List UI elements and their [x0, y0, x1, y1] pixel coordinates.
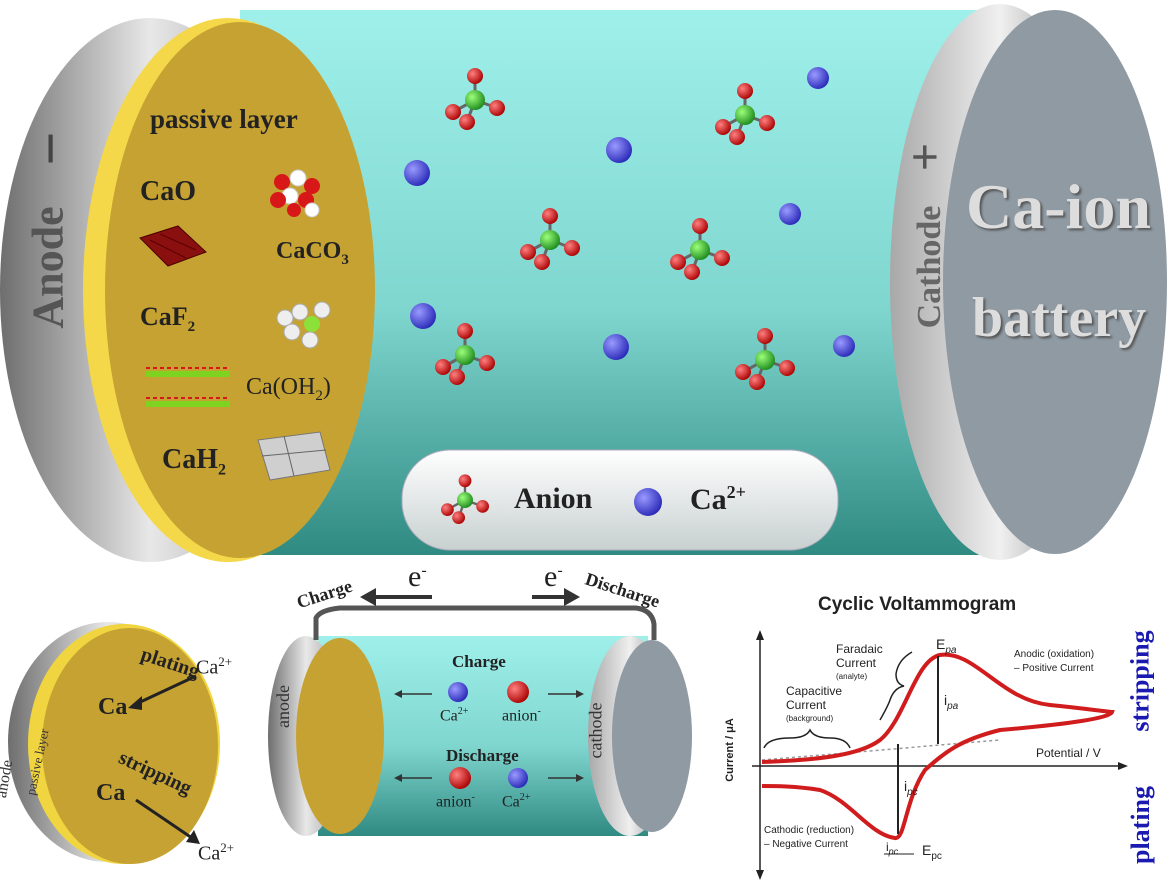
cah2-crystal-icon — [257, 431, 331, 481]
caco3-crystal-icon — [139, 225, 207, 267]
ca-ion-icon — [448, 682, 468, 702]
ca-ion-icon — [807, 67, 829, 89]
small-cathode-face — [612, 640, 692, 832]
electron-left-label: e- — [408, 560, 427, 593]
cv-x-axis-label: Potential / V — [1036, 746, 1101, 760]
ca-ion-icon — [410, 303, 436, 329]
small-anode-face — [296, 638, 384, 834]
electron-right-label: e- — [544, 560, 563, 593]
cv-y-axis-label: Current / μA — [723, 718, 736, 782]
anode-face — [105, 22, 375, 558]
ca-ion-icon — [508, 768, 528, 788]
capacitive-brace — [763, 728, 851, 749]
battery-title-line1: Ca-ion — [966, 171, 1151, 242]
stripping-arrow — [135, 798, 193, 840]
ca-ion-bottom-label: Ca2+ — [198, 840, 235, 865]
anion-charge-label: anion- — [502, 706, 541, 725]
passive-layer-title: passive layer — [150, 104, 298, 134]
small-cathode-label: cathode — [585, 702, 606, 759]
ca-stripped-label: Ca — [96, 780, 126, 806]
battery-title-line2: battery — [972, 287, 1147, 349]
epc-label: Epc — [922, 842, 942, 862]
ca-ion-icon — [603, 334, 629, 360]
ca-ion-icon — [404, 160, 430, 186]
anode-label: Anode — [23, 206, 73, 329]
ca-plated-label: Ca — [98, 694, 128, 720]
caf2-crystal-icon — [276, 301, 331, 349]
ca-ion-discharge-label: Ca2+ — [502, 792, 531, 811]
electrolyte-body — [240, 10, 980, 555]
ipa-label: ipa — [944, 692, 959, 712]
legend-anion-label: Anion — [514, 482, 593, 515]
anion-ball-icon — [507, 681, 529, 703]
anion-ball-icon — [449, 767, 471, 789]
external-wire — [313, 605, 657, 640]
ca-ion-icon — [606, 137, 632, 163]
charge-title: Charge — [452, 652, 506, 671]
ca-ion-top-label: Ca2+ — [196, 654, 233, 679]
anode-sign: − — [17, 131, 84, 166]
ca-ion-icon — [833, 335, 855, 357]
ipc-label: ipc — [904, 778, 918, 798]
caoh2-layer-icon — [146, 367, 230, 407]
legend-pill — [401, 449, 839, 551]
cv-curve — [761, 652, 1115, 840]
ca-ion-icon — [779, 203, 801, 225]
caoh2-label: Ca(OH2) — [246, 374, 331, 404]
caf2-label: CaF2 — [140, 302, 196, 336]
caco3-label: CaCO3 — [276, 238, 349, 268]
ca-ion-charge-label: Ca2+ — [440, 706, 469, 725]
small-anode-label: anode — [272, 685, 293, 728]
faradaic-brace — [879, 651, 913, 721]
plating-side-label: plating — [1126, 785, 1156, 865]
plating-arrow — [135, 674, 197, 706]
cv-plot — [752, 630, 1128, 880]
cv-title: Cyclic Voltammogram — [818, 594, 1017, 615]
discharge-arrow — [564, 588, 580, 606]
ipc-base-label: ipc — [886, 840, 899, 857]
stripping-side-label: stripping — [1125, 630, 1155, 732]
anodic-label: Anodic (oxidation)– Positive Current — [1014, 649, 1095, 674]
legend-ca-label: Ca2+ — [690, 482, 746, 516]
epa-label: Epa — [936, 636, 957, 656]
cao-crystal-icon — [270, 169, 320, 218]
anion-discharge-label: anion- — [436, 792, 475, 811]
discharge-title: Discharge — [446, 746, 519, 765]
cathode-face — [943, 10, 1167, 554]
cathodic-label: Cathodic (reduction)– Negative Current — [764, 825, 855, 850]
cathode-sign: + — [896, 142, 953, 172]
cao-label: CaO — [140, 176, 196, 207]
cathode-label: Cathode — [911, 205, 948, 329]
cah2-label: CaH2 — [162, 444, 226, 479]
charge-arrow — [360, 588, 376, 606]
ca-legend-icon — [634, 488, 662, 516]
